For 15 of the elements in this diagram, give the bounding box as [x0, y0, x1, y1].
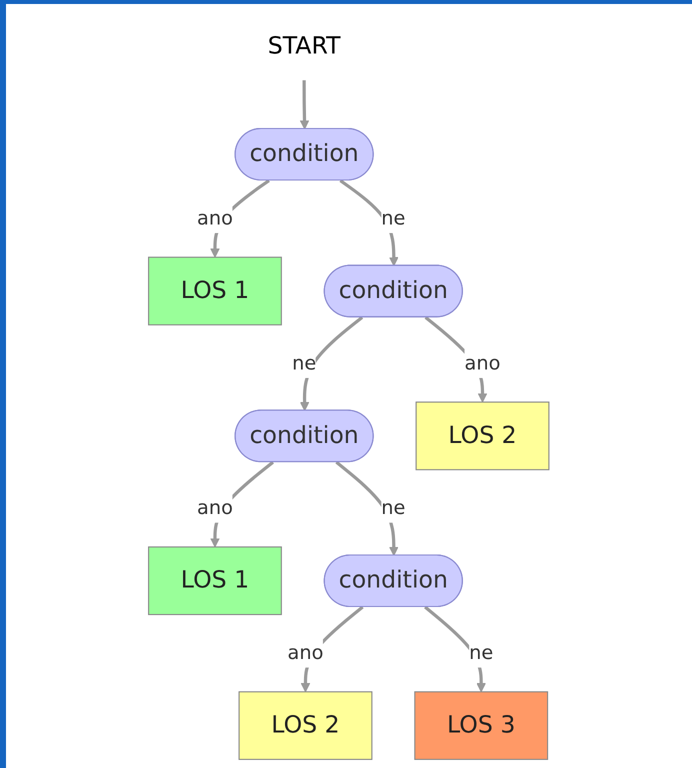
node-box: LOS 1 [148, 256, 282, 326]
edge-label: ne [469, 642, 494, 664]
node-box: LOS 3 [414, 691, 548, 760]
edge-label: ano [197, 207, 234, 230]
node-box: LOS 1 [148, 546, 282, 616]
node-box: LOS 2 [416, 402, 550, 470]
arrow [300, 80, 310, 130]
edge-label: ne [292, 352, 316, 375]
edge-label: ano [288, 642, 324, 664]
edge-label: ano [197, 497, 234, 520]
edge-label: ano [464, 352, 501, 375]
edge-label: ne [382, 207, 406, 230]
node-text: START [268, 32, 341, 60]
edge-label: ne [382, 497, 406, 520]
node-box: LOS 2 [238, 691, 373, 760]
